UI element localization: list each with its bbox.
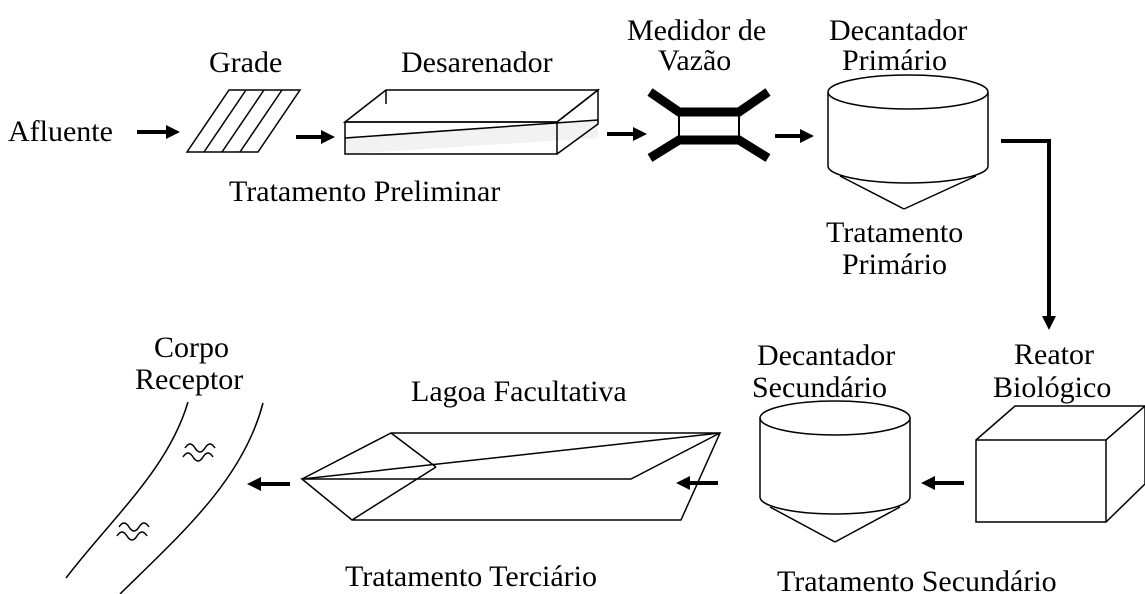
decantador-primario-icon (827, 74, 989, 210)
arrow-desarenador-to-medidor (607, 127, 647, 141)
label-lagoa: Lagoa Facultativa (411, 375, 627, 408)
label-tratamento-primario-line2: Primário (842, 248, 947, 281)
arrow-decantador-primario-to-reator (1001, 139, 1056, 330)
label-tratamento-primario-line1: Tratamento (826, 216, 963, 249)
label-tratamento-terciario: Tratamento Terciário (345, 560, 597, 593)
label-grade: Grade (209, 46, 282, 79)
label-afluente: Afluente (8, 115, 113, 148)
arrow-lagoa-to-corpo-receptor (247, 477, 290, 491)
arrow-reator-to-decantador-secundario (921, 476, 964, 490)
arrow-afluente-to-grade (137, 125, 180, 139)
desarenador-icon (342, 88, 601, 155)
label-medidor-line1: Medidor de (627, 14, 766, 47)
label-corpo-line1: Corpo (154, 331, 229, 364)
reator-biologico-icon (975, 405, 1145, 523)
label-tratamento-preliminar: Tratamento Preliminar (229, 175, 500, 208)
corpo-receptor-icon (65, 401, 264, 594)
decantador-secundario-icon (759, 400, 911, 543)
label-corpo-line2: Receptor (135, 363, 243, 396)
grade-screen-icon (185, 89, 302, 153)
label-desarenador: Desarenador (401, 46, 553, 79)
label-decantador-secundario-line1: Decantador (757, 339, 895, 372)
label-decantador-primario-line2: Primário (842, 44, 947, 77)
lagoa-facultativa-icon (300, 432, 722, 521)
label-medidor-line2: Vazão (658, 44, 731, 77)
label-decantador-secundario-line2: Secundário (752, 371, 887, 404)
arrow-medidor-to-decantador-primario (775, 129, 814, 143)
label-reator-line2: Biológico (993, 371, 1111, 404)
label-reator-line1: Reator (1014, 338, 1094, 371)
label-decantador-primario-line1: Decantador (829, 14, 967, 47)
label-tratamento-secundario: Tratamento Secundário (777, 565, 1057, 594)
medidor-de-vazao-icon (647, 88, 771, 162)
arrow-grade-to-desarenador (296, 130, 335, 144)
arrow-decantador-secundario-to-lagoa (676, 476, 718, 490)
